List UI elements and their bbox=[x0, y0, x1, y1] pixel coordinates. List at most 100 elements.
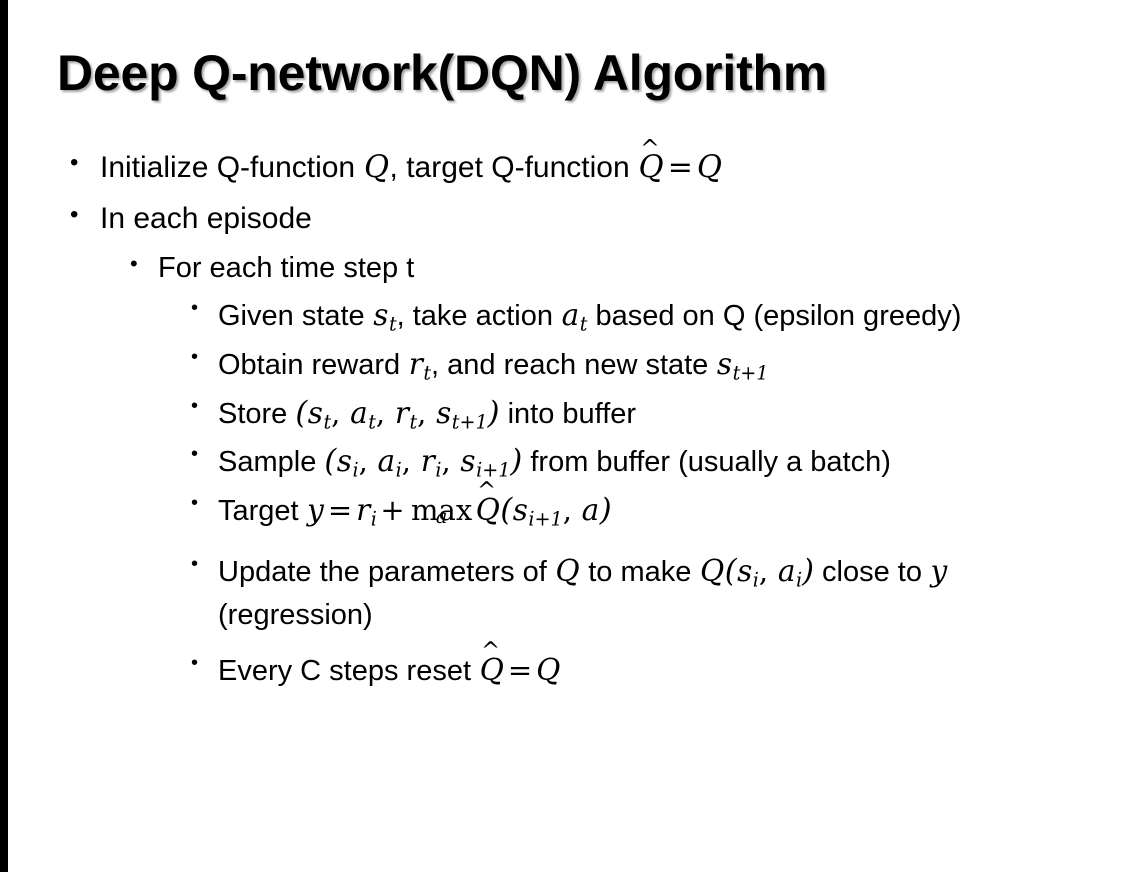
math-var-s: s bbox=[460, 444, 476, 479]
bullet-given-state: • Given state st, take action at based o… bbox=[0, 294, 1124, 339]
left-accent-band bbox=[0, 0, 8, 872]
math-equals: = bbox=[507, 652, 533, 687]
math-var-r: r bbox=[420, 444, 435, 479]
text-fragment: , and reach new state bbox=[431, 349, 717, 382]
math-subscript-i: i bbox=[370, 507, 377, 531]
math-var-s: s bbox=[436, 395, 452, 430]
max-label: max bbox=[411, 493, 473, 528]
bullet-update-parameters-text: Update the parameters of Q to make Q(si,… bbox=[218, 550, 1098, 637]
math-comma: , bbox=[562, 493, 582, 528]
math-plus: + bbox=[380, 493, 405, 528]
bullet-reset-target-network: • Every C steps reset ^Q=Q bbox=[0, 640, 1124, 692]
bullet-sample-tuple-text: Sample (si, ai, ri, si+1) from buffer (u… bbox=[218, 440, 1098, 485]
math-comma: , bbox=[758, 553, 778, 588]
math-var-r: r bbox=[394, 395, 409, 430]
bullet-marker: • bbox=[191, 394, 199, 417]
text-fragment: (regression) bbox=[218, 599, 373, 632]
text-fragment: , target Q-function bbox=[389, 151, 638, 184]
math-subscript-t: t bbox=[368, 410, 376, 434]
math-var-s: s bbox=[737, 553, 753, 588]
bullet-reset-target-network-text: Every C steps reset ^Q=Q bbox=[218, 640, 1098, 692]
math-comma: , bbox=[441, 444, 460, 479]
math-subscript-i-plus-1: i+1 bbox=[476, 459, 511, 483]
math-subscript-i-plus-1: i+1 bbox=[528, 507, 563, 531]
text-fragment: Update the parameters of bbox=[218, 555, 555, 588]
math-var-s: s bbox=[512, 493, 528, 528]
math-var-a: a bbox=[561, 298, 580, 333]
math-var-q2: Q bbox=[696, 150, 723, 185]
math-subscript-i: i bbox=[395, 459, 402, 483]
math-var-q: Q bbox=[363, 150, 390, 185]
bullet-marker: • bbox=[70, 200, 79, 228]
bullet-obtain-reward: • Obtain reward rt, and reach new state … bbox=[0, 343, 1124, 388]
bullet-obtain-reward-text: Obtain reward rt, and reach new state st… bbox=[218, 343, 1098, 388]
math-right-paren: ) bbox=[487, 395, 500, 431]
bullet-update-parameters: • Update the parameters of Q to make Q(s… bbox=[0, 550, 1124, 637]
math-equals: = bbox=[667, 150, 693, 185]
math-comma: , bbox=[401, 444, 421, 479]
slide-body: • Initialize Q-function Q, target Q-func… bbox=[0, 136, 1124, 696]
math-subscript-i: i bbox=[352, 459, 359, 483]
text-fragment: into buffer bbox=[499, 397, 637, 430]
text-fragment: Target bbox=[218, 495, 307, 528]
math-var-q2: Q bbox=[699, 553, 725, 588]
math-var-q-base: Q bbox=[638, 150, 664, 185]
text-fragment: Initialize Q-function bbox=[100, 151, 364, 184]
math-var-y: y bbox=[307, 493, 324, 528]
math-var-s: s bbox=[373, 298, 389, 333]
math-subscript-i: i bbox=[435, 459, 442, 483]
math-var-q-base: Q bbox=[475, 493, 500, 528]
math-subscript-t: t bbox=[423, 361, 432, 385]
text-fragment: close to bbox=[813, 555, 931, 588]
math-left-paren: ( bbox=[295, 395, 308, 431]
bullet-marker: • bbox=[130, 251, 138, 277]
math-subscript-t: t bbox=[323, 410, 332, 434]
math-comma: , bbox=[417, 395, 436, 430]
bullet-initialize: • Initialize Q-function Q, target Q-func… bbox=[0, 136, 1124, 190]
text-fragment: , take action bbox=[396, 300, 562, 333]
bullet-marker: • bbox=[191, 492, 199, 515]
math-right-paren: ) bbox=[510, 444, 523, 480]
math-subscript-i: i bbox=[752, 568, 759, 592]
math-comma: , bbox=[375, 395, 395, 430]
math-left-paren: ( bbox=[724, 553, 737, 589]
max-subscript-a: a bbox=[435, 504, 448, 528]
bullet-in-each-episode-text: In each episode bbox=[100, 201, 312, 235]
bullet-marker: • bbox=[191, 443, 199, 466]
text-fragment: Every C steps reset bbox=[218, 654, 480, 687]
text-fragment: Store bbox=[218, 397, 296, 430]
math-subscript-t-plus-1: t+1 bbox=[451, 410, 488, 434]
math-left-paren: ( bbox=[324, 444, 337, 480]
math-subscript-t: t bbox=[579, 313, 588, 337]
math-var-qhat: ^Q bbox=[638, 136, 664, 190]
math-var-a: a bbox=[350, 395, 368, 430]
bullet-initialize-text: Initialize Q-function Q, target Q-functi… bbox=[100, 136, 1124, 190]
bullet-in-each-episode: • In each episode bbox=[0, 198, 1124, 241]
math-subscript-i: i bbox=[795, 568, 803, 592]
bullet-marker: • bbox=[191, 346, 199, 369]
bullet-given-state-text: Given state st, take action at based on … bbox=[218, 294, 1098, 339]
math-right-paren: ) bbox=[599, 493, 612, 529]
bullet-for-each-time-step: • For each time step t bbox=[0, 248, 1124, 289]
math-subscript-t-plus-1: t+1 bbox=[732, 361, 769, 385]
bullet-marker: • bbox=[191, 297, 199, 320]
math-var-s: s bbox=[336, 444, 352, 479]
text-fragment: from buffer (usually a batch) bbox=[522, 446, 891, 479]
text-fragment: Sample bbox=[218, 446, 325, 479]
math-var-r: r bbox=[356, 493, 371, 528]
text-fragment: Given state bbox=[218, 300, 373, 333]
math-var-q: Q bbox=[555, 553, 580, 588]
math-var-q: Q bbox=[536, 652, 561, 687]
bullet-marker: • bbox=[191, 552, 199, 575]
math-var-qhat: ^Q bbox=[475, 480, 500, 532]
math-equals: = bbox=[327, 493, 353, 528]
math-subscript-t: t bbox=[388, 313, 397, 337]
bullet-marker: • bbox=[191, 651, 199, 674]
math-var-qhat: ^Q bbox=[479, 640, 504, 692]
bullet-marker: • bbox=[70, 149, 79, 176]
math-subscript-t: t bbox=[409, 410, 418, 434]
bullet-for-each-time-step-text: For each time step t bbox=[158, 252, 415, 285]
